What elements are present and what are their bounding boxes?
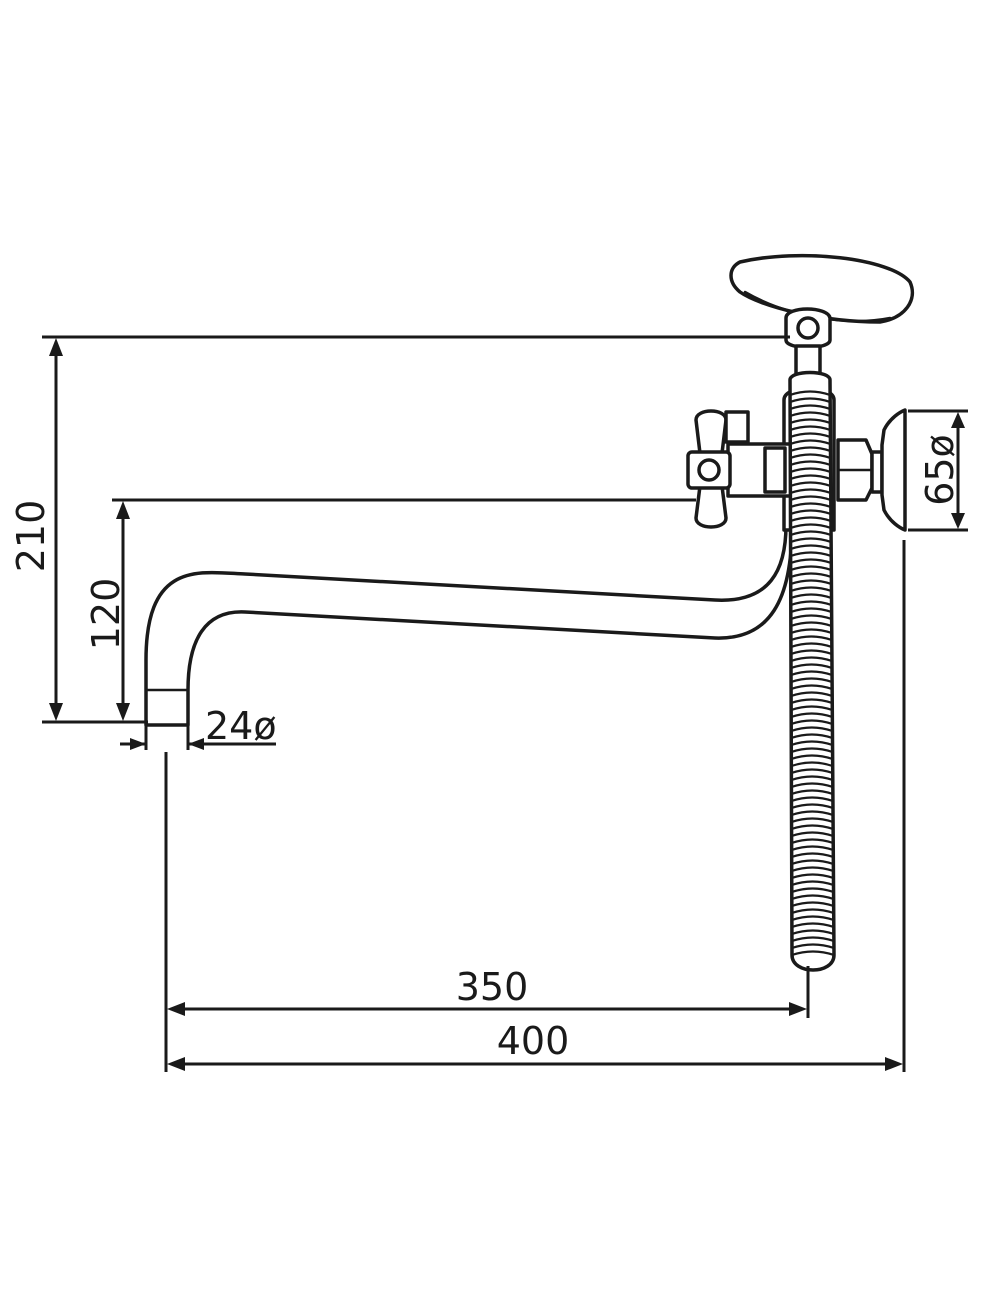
dim-label-24: 24ø: [205, 704, 277, 748]
hose-coil: [791, 873, 834, 880]
hose-coil: [789, 432, 831, 439]
hose-coil: [790, 607, 832, 614]
hose-coil: [789, 474, 832, 481]
hose-coil: [791, 852, 834, 859]
hose-coil: [791, 824, 834, 831]
hose-coil: [789, 411, 831, 418]
hose-coil: [789, 446, 831, 453]
hose-coil: [791, 936, 835, 943]
hose-coil: [791, 929, 835, 936]
spout: [144, 523, 794, 727]
hose-coil: [791, 803, 834, 810]
hose-coil: [790, 502, 832, 509]
hose-coil: [790, 761, 834, 768]
hose-coil: [790, 509, 832, 516]
wall-flange: [880, 408, 907, 532]
hose-coil: [789, 404, 831, 411]
hose-coil: [789, 397, 831, 404]
hose-coil: [791, 880, 834, 887]
hose-coil: [791, 950, 835, 957]
dimension-24-diameter: 24ø: [120, 704, 277, 750]
hose-coil: [790, 586, 832, 593]
dimension-210: 210: [9, 335, 790, 724]
hose-coil: [791, 908, 835, 915]
dim-label-210: 210: [9, 500, 53, 573]
hose-coil: [791, 845, 834, 852]
hose-coil: [791, 922, 835, 929]
hose-coil: [790, 677, 833, 684]
hose-coil: [791, 943, 835, 950]
hose-coil: [789, 418, 831, 425]
hose-coil: [790, 614, 832, 621]
hose-coil: [789, 460, 831, 467]
hose-coil: [790, 733, 833, 740]
hose-coil: [790, 719, 833, 726]
hose-coil: [790, 488, 832, 495]
cross-handle: [686, 409, 750, 529]
hose-coil: [790, 663, 833, 670]
hose-coil: [790, 551, 832, 558]
hose-coil: [790, 768, 834, 775]
hose-coil: [790, 754, 833, 761]
hose-coil: [790, 698, 833, 705]
hose-coil: [791, 775, 834, 782]
dim-label-350: 350: [456, 965, 529, 1009]
hose-coil: [790, 670, 833, 677]
hose-coil: [791, 810, 834, 817]
hose-coil: [790, 740, 833, 747]
hose-coil: [791, 901, 834, 908]
shower-hose: [788, 370, 836, 972]
hose-coil: [790, 726, 833, 733]
hose-coil: [790, 642, 833, 649]
hose-coil: [790, 579, 832, 586]
hose-coil: [791, 838, 834, 845]
dim-label-400: 400: [497, 1019, 570, 1063]
hose-coil: [791, 831, 834, 838]
hose-coil: [791, 915, 835, 922]
hose-coil: [789, 439, 831, 446]
hose-coil: [790, 635, 833, 642]
hose-coil: [790, 691, 833, 698]
hose-coil: [790, 684, 833, 691]
hose-coil: [790, 495, 832, 502]
hose-coil: [790, 656, 833, 663]
hose-coil: [790, 558, 832, 565]
hose-coil: [789, 453, 831, 460]
hose-coil: [790, 649, 833, 656]
hose-coil: [790, 530, 832, 537]
hose-coil: [790, 621, 833, 628]
hose-coil: [790, 572, 832, 579]
hose-coil: [790, 537, 832, 544]
hose-coil: [790, 565, 832, 572]
hose-coil: [790, 523, 832, 530]
hose-coil: [790, 544, 832, 551]
hose-coil: [791, 866, 834, 873]
hose-coil: [789, 481, 832, 488]
hose-coil: [791, 789, 834, 796]
hose-coil: [790, 747, 833, 754]
hose-coil: [790, 516, 832, 523]
shower-head: [729, 253, 915, 382]
hose-coil: [789, 467, 831, 474]
hose-coil: [790, 593, 832, 600]
hose-coil: [790, 628, 833, 635]
hose-coil: [789, 425, 831, 432]
dimension-400: 400: [167, 540, 906, 1072]
hose-coil: [790, 712, 833, 719]
dim-label-65: 65ø: [918, 434, 962, 506]
dimension-120: 120: [84, 498, 696, 721]
hose-coil: [789, 390, 831, 397]
dimension-350: 350: [164, 752, 810, 1072]
hose-coil: [790, 705, 833, 712]
hose-coil: [791, 782, 834, 789]
dim-label-120: 120: [84, 578, 128, 651]
hose-coil: [791, 796, 834, 803]
hose-coil: [790, 600, 832, 607]
hose-coil: [791, 887, 834, 894]
dimension-65-diameter: 65ø: [908, 409, 968, 532]
hose-coil: [791, 817, 834, 824]
hose-coil: [791, 894, 834, 901]
hose-coil: [791, 859, 834, 866]
